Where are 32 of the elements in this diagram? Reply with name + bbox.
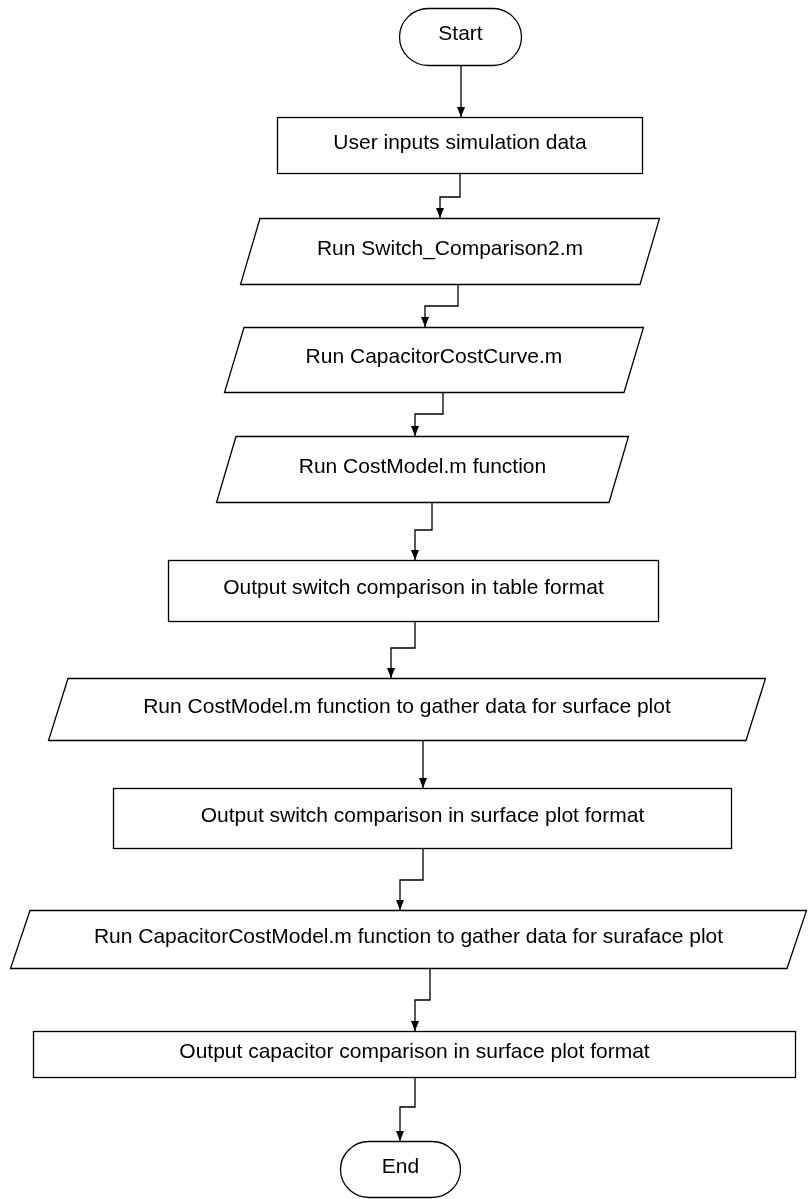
- io-parallelogram: [224, 327, 644, 393]
- node-label: Output switch comparison in surface plot format: [200, 802, 645, 827]
- io-parallelogram: [240, 218, 660, 285]
- arrow: [419, 740, 427, 789]
- terminal-shape: [340, 1141, 461, 1198]
- node-label: Run Switch_Comparison2.m: [316, 235, 584, 260]
- arrow: [396, 1077, 416, 1142]
- arrow: [411, 392, 444, 437]
- io-parallelogram: [48, 678, 766, 741]
- process-box: [168, 560, 659, 622]
- node-label: Start: [438, 21, 483, 45]
- arrow: [387, 621, 416, 679]
- arrow: [411, 968, 431, 1032]
- arrow: [421, 284, 459, 328]
- node-label: Run CapacitorCostCurve.m: [305, 344, 563, 368]
- node-label: Run CostModel.m function: [298, 453, 547, 478]
- node-label: User inputs simulation data: [333, 129, 587, 154]
- node-label: Output switch comparison in table format: [223, 575, 604, 599]
- io-parallelogram: [10, 910, 807, 969]
- node-label: End: [381, 1153, 420, 1178]
- arrow: [436, 173, 461, 219]
- arrow: [411, 502, 433, 561]
- node-label: Run CostModel.m function to gather data for surface plot: [143, 693, 671, 718]
- node-label: Output capacitor comparison in surface plot format: [179, 1038, 650, 1063]
- arrow: [457, 65, 465, 118]
- process-box: [33, 1031, 796, 1078]
- process-box: [277, 117, 643, 174]
- node-label: Run CapacitorCostModel.m function to gather data for suraface plot: [93, 923, 724, 948]
- arrow: [396, 848, 424, 911]
- io-parallelogram: [216, 436, 629, 503]
- terminal-shape: [399, 8, 522, 66]
- process-box: [113, 788, 732, 849]
